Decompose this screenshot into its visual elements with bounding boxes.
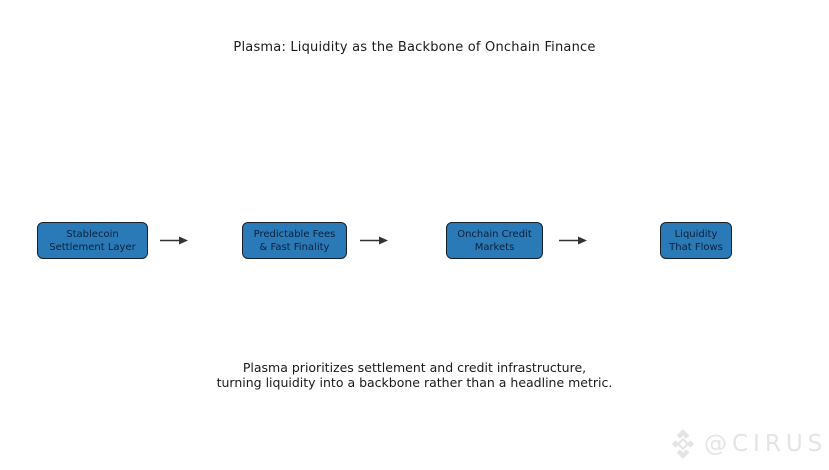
watermark: @CIRUS <box>666 427 827 461</box>
caption-text: Plasma prioritizes settlement and credit… <box>216 360 613 390</box>
faceted-diamond-icon <box>671 429 695 459</box>
watermark-handle: @CIRUS <box>704 431 828 457</box>
flow-node-onchain-credit-markets: Onchain Credit Markets <box>446 222 543 259</box>
right-arrow-icon <box>559 236 587 245</box>
flow-node-stablecoin-settlement-layer: Stablecoin Settlement Layer <box>37 222 148 259</box>
flow-node-predictable-fees-fast-finality: Predictable Fees & Fast Finality <box>242 222 347 259</box>
right-arrow-icon <box>160 236 188 245</box>
flow-node-liquidity-that-flows: Liquidity That Flows <box>660 222 732 259</box>
right-arrow-icon <box>360 236 388 245</box>
page-title: Plasma: Liquidity as the Backbone of Onc… <box>233 40 596 55</box>
